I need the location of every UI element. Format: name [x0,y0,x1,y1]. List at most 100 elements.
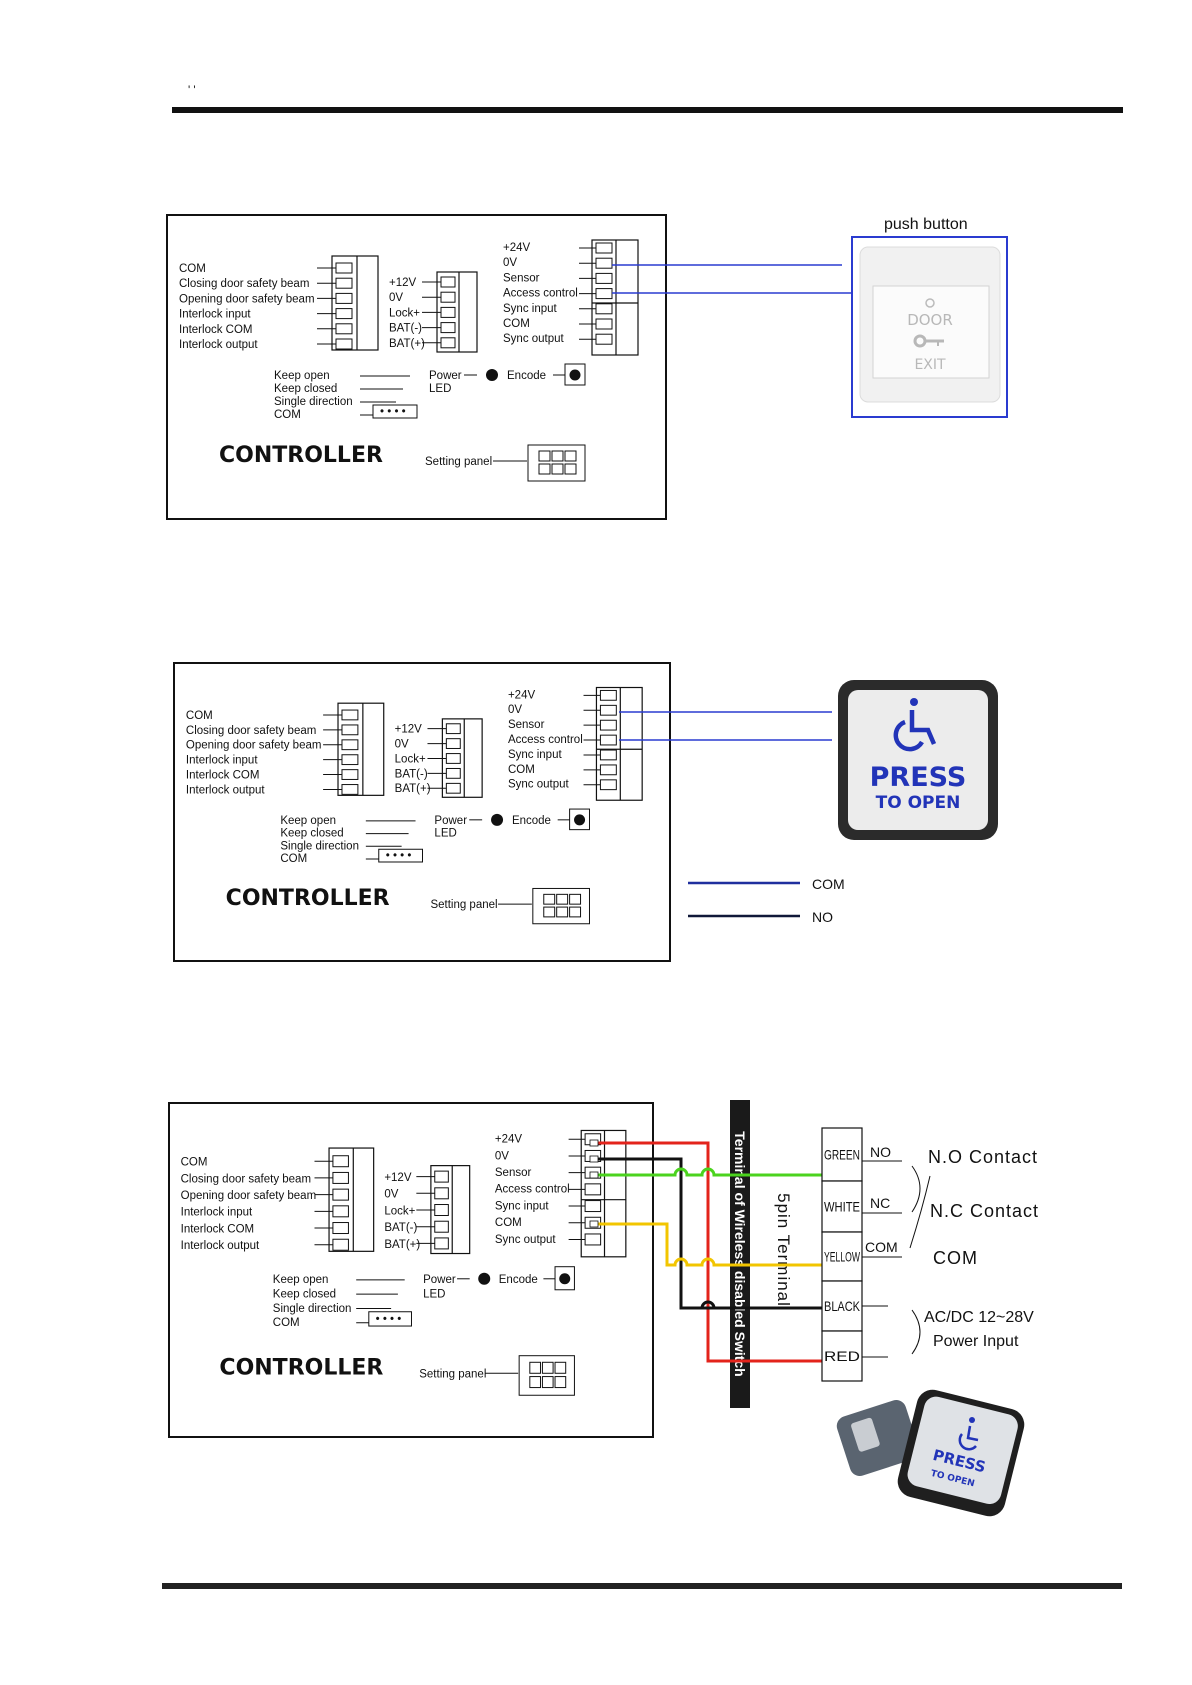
terminal-slot [332,1171,349,1184]
mid-terminal-label: Lock+ [389,307,420,319]
controller-frame [166,214,667,520]
terminal-slot [599,689,617,701]
mode-label: COM [274,409,301,421]
contact-nc: N.C Contact [930,1201,1039,1221]
left-terminal-label: Closing door safety beam [186,725,316,737]
encode-dot [574,814,586,826]
switch-terminal-label: YELLOW [824,1249,860,1265]
mid-terminal-label: BAT(+) [384,1239,420,1251]
mid-terminal-label: +12V [395,724,423,736]
switch-terminal [821,1127,863,1182]
mid-terminal-label: Lock+ [395,753,426,765]
led-dot [491,813,504,826]
terminal-slot [341,784,359,795]
left-terminal-label: Interlock COM [179,324,253,336]
right-terminal-label: Access control [495,1184,570,1196]
wheelchair-icon [893,698,937,752]
mode-connector [368,1311,412,1327]
encode-label: Encode [507,370,546,382]
switch-terminal [821,1280,863,1332]
terminal-slot [440,322,456,334]
legend-label: NO [812,909,833,925]
encode-label: Encode [499,1274,538,1286]
mid-terminal-label: BAT(+) [389,338,425,350]
wire-label-nc: NC [870,1195,890,1211]
switch-terminal-label: WHITE [824,1199,860,1215]
encode-dot [569,369,581,381]
mid-terminal-label: BAT(-) [384,1222,417,1234]
terminal-slot [445,753,461,764]
five-pin-caption: 5pin Terminal [774,1193,793,1307]
mid-terminal-label: +12V [384,1172,412,1184]
header-mark: ' ' [188,85,196,97]
mode-label: Single direction [280,840,359,852]
contact-com: COM [933,1248,978,1268]
terminal-slot [332,1188,349,1201]
left-terminal-label: COM [181,1157,208,1169]
terminal-slot [595,272,613,284]
left-terminal-label: Interlock input [186,755,258,767]
led-label: LED [429,383,451,395]
terminal-slot [445,782,461,794]
right-terminal-label: Sensor [495,1167,532,1179]
terminal-slot [341,739,359,751]
terminal-slot [332,1205,349,1218]
right-terminal-label: Sensor [503,272,540,284]
right-terminal-label: Sensor [508,719,545,731]
footer-rule [162,1583,1122,1589]
mode-label: Keep closed [273,1288,336,1300]
left-terminal-label: Interlock COM [186,769,260,781]
right-terminal-label: Sync input [503,303,558,315]
key-icon [913,334,944,348]
mid-terminal-label: 0V [389,292,403,304]
right-terminal-label: +24V [503,242,531,254]
terminal-slot [434,1187,449,1200]
right-terminal-label: COM [508,764,535,776]
wireless-terminal-banner-text: Terminal of Wireless disabled Switch [732,1131,748,1376]
switch-terminal [821,1330,863,1382]
switch-terminal-label: BLACK [824,1298,861,1314]
terminal-slot [599,779,617,791]
encode-dot [559,1273,571,1285]
power-label: Power [434,815,467,827]
terminal-slot [434,1220,449,1233]
led-label: LED [423,1288,445,1300]
left-terminal-label: COM [186,710,213,722]
mode-label: Keep open [280,815,336,827]
terminal-slot [595,288,613,300]
mode-label: Keep closed [274,383,337,395]
right-terminal-label: +24V [508,689,536,701]
setting-panel-connector [527,444,586,482]
setting-panel-label: Setting panel [419,1369,486,1381]
controller-frame [173,662,671,962]
green-wire [597,1167,822,1177]
setting-panel-connector [532,887,590,925]
terminal-slot [584,1183,602,1196]
terminal-slot [440,337,456,349]
terminal-slot [445,723,461,735]
power-label: Power [429,370,462,382]
terminal-slot [595,303,613,315]
right-terminal-label: Sync output [495,1234,557,1246]
terminal-slot [599,719,617,731]
right-terminal-label: Sync input [495,1200,550,1212]
mode-connector [378,848,423,863]
mid-terminal-label: +12V [389,277,417,289]
terminal-slot [599,734,617,746]
terminal-slot [335,323,353,335]
terminal-slot [445,738,461,749]
left-terminal-label: Opening door safety beam [186,740,322,752]
terminal-slot [341,754,359,766]
power-line-1: AC/DC 12~28V [924,1309,1034,1326]
mid-terminal-label: BAT(-) [389,323,422,335]
power-label: Power [423,1274,456,1286]
right-terminal-label: 0V [503,257,517,269]
terminal-slot [599,704,617,716]
push-button-label: push button [884,216,968,233]
right-terminal-label: Sync output [503,333,565,345]
right-terminal-label: Sync output [508,779,570,791]
wire-label-no: NO [870,1144,891,1160]
